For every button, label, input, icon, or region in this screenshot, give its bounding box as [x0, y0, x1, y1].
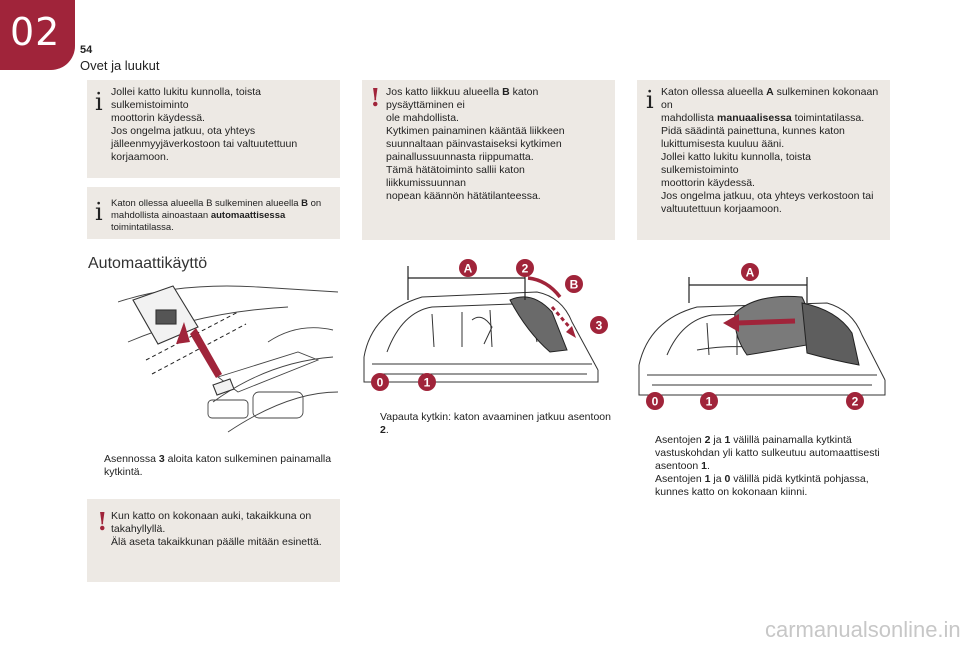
- info-line: Jollei katto lukitu kunnolla, toista sul…: [111, 86, 261, 111]
- text-part: Asentojen: [655, 473, 705, 485]
- warning-line: suunnaltaan päinvastaiseksi kytkimen: [386, 138, 562, 150]
- warning-line: Jos katto liikkuu alueella B katon pysäy…: [386, 86, 607, 112]
- page-number: 54: [80, 44, 93, 56]
- text-part: Katon ollessa alueella B sulkeminen alue…: [111, 198, 302, 209]
- warning-line: nopean käännön hätätilanteessa.: [386, 190, 541, 202]
- warning-box-area-b: ! Jos katto liikkuu alueella B katon pys…: [362, 80, 615, 240]
- figure-label-1: 1: [424, 376, 431, 390]
- text-part: ja: [710, 473, 725, 485]
- info-box-area-b: i Katon ollessa alueella B sulkeminen al…: [87, 187, 340, 239]
- info-line: valtuutettuun korjaamoon.: [661, 203, 782, 215]
- instruction-right: Asentojen 2 ja 1 välillä painamalla kytk…: [639, 434, 891, 499]
- text-part: Katon ollessa alueella: [661, 86, 767, 98]
- info-line: Katon ollessa alueella A sulkeminen koko…: [661, 86, 882, 112]
- figure-label-1: 1: [706, 395, 713, 409]
- position-number: 2: [380, 424, 386, 436]
- info-icon: i: [95, 198, 103, 226]
- warning-box-rear-window: ! Kun katto on kokonaan auki, takaikkuna…: [87, 499, 340, 582]
- mode-label: manuaalisessa: [717, 112, 792, 124]
- figure-label-2: 2: [522, 262, 529, 276]
- instruction-item: Asentojen 2 ja 1 välillä painamalla kytk…: [639, 434, 891, 473]
- roof-opening-figure: A 2 B 3 0 1: [363, 259, 608, 391]
- instruction-item: Asentojen 1 ja 0 välillä pidä kytkintä p…: [639, 473, 891, 499]
- text-part: Asentojen: [655, 434, 705, 446]
- info-line: moottorin käydessä.: [661, 177, 755, 189]
- area-label: A: [766, 86, 774, 98]
- text-part: Jos katto liikkuu alueella: [386, 86, 503, 98]
- figure-label-0: 0: [377, 376, 384, 390]
- text-part: .: [385, 424, 389, 436]
- info-line: moottorin käydessä.: [111, 112, 205, 124]
- chapter-tab: 02: [0, 0, 75, 70]
- figure-label-3: 3: [596, 319, 603, 333]
- position-number: 1: [724, 434, 731, 446]
- text-part: Vapauta kytkin: katon avaaminen jatkuu a…: [380, 411, 611, 423]
- text-part: sulkeminen kokonaan on: [661, 86, 879, 111]
- area-label: B: [301, 198, 308, 209]
- info-line: lukittumisesta kuuluu ääni.: [661, 138, 785, 150]
- info-line: Jos ongelma jatkuu, ota yhteys: [111, 125, 256, 137]
- info-line: Jollei katto lukitu kunnolla, toista sul…: [661, 151, 811, 176]
- chapter-number: 02: [10, 10, 61, 54]
- switch-illustration: [118, 285, 339, 433]
- footer-watermark: carmanualsonline.info: [765, 617, 960, 642]
- figure-label-2: 2: [852, 395, 859, 409]
- text-part: aloita katon sulkeminen painamalla kytki…: [104, 453, 332, 478]
- info-line: Jos ongelma jatkuu, ota yhteys verkostoo…: [661, 190, 874, 202]
- section-title: Ovet ja luukut: [80, 58, 160, 73]
- info-line: Pidä säädintä painettuna, kunnes katon: [661, 125, 845, 137]
- text-part: Asennossa: [104, 453, 159, 465]
- area-label: B: [502, 86, 510, 98]
- instruction-left: Asennossa 3 aloita katon sulkeminen pain…: [88, 453, 340, 479]
- info-box-area-a: i Katon ollessa alueella A sulkeminen ko…: [637, 80, 890, 240]
- warning-line: Kun katto on kokonaan auki, takaikkuna o…: [111, 510, 312, 522]
- info-icon: i: [646, 86, 654, 114]
- info-line: mahdollista manuaalisessa toimintatilass…: [661, 112, 882, 125]
- position-number: 1: [701, 460, 707, 472]
- figure-label-a: A: [464, 262, 473, 276]
- info-line: korjaamoon.: [111, 151, 169, 163]
- instruction-middle: Vapauta kytkin: katon avaaminen jatkuu a…: [364, 411, 616, 437]
- warning-line: painallussuunnasta riippumatta.: [386, 151, 534, 163]
- text-part: toimintatilassa.: [791, 112, 865, 124]
- mode-label: automaattisessa: [210, 210, 286, 221]
- position-number: 1: [704, 473, 711, 485]
- position-number: 0: [724, 473, 731, 485]
- text-part: toimintatilassa.: [111, 222, 174, 233]
- text-part: mahdollista: [661, 112, 718, 124]
- warning-line: Tämä hätätoiminto sallii katon liikkumis…: [386, 164, 525, 189]
- roof-closing-figure: A 0 1 2: [638, 263, 886, 410]
- warning-line: Älä aseta takaikkunan päälle mitään esin…: [111, 536, 322, 548]
- info-text: Katon ollessa alueella B sulkeminen alue…: [111, 198, 332, 234]
- text-part: katon pysäyttäminen ei: [386, 86, 539, 111]
- text-part: on mahdollista ainoastaan: [111, 198, 322, 221]
- figure-label-0: 0: [652, 395, 659, 409]
- figure-label-a: A: [746, 266, 755, 280]
- position-number: 3: [158, 453, 165, 465]
- text-part: välillä pidä kytkintä pohjassa, kunnes k…: [655, 473, 869, 498]
- text-part: ja: [710, 434, 725, 446]
- warning-line: takahyllyllä.: [111, 523, 166, 535]
- info-icon: i: [95, 88, 103, 116]
- text-part: välillä painamalla kytkintä vastuskohdan…: [655, 434, 880, 472]
- text-part: .: [706, 460, 710, 472]
- position-number: 2: [704, 434, 711, 446]
- warning-line: ole mahdollista.: [386, 112, 459, 124]
- section-heading: Automaattikäyttö: [88, 255, 208, 272]
- info-line: jälleenmyyjäverkostoon tai valtuutettuun: [111, 138, 298, 150]
- warning-icon: !: [97, 507, 108, 536]
- info-box-lock: i Jollei katto lukitu kunnolla, toista s…: [87, 80, 340, 178]
- figure-label-b: B: [570, 278, 579, 292]
- warning-line: Kytkimen painaminen kääntää liikkeen: [386, 125, 565, 137]
- warning-icon: !: [370, 83, 381, 112]
